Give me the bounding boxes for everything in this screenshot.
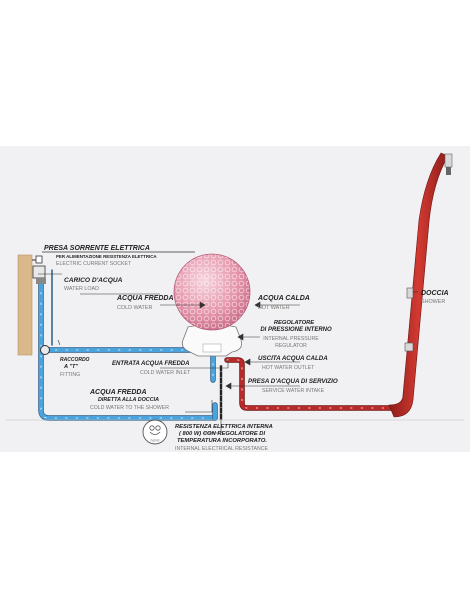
shower-label: DOCCIA bbox=[421, 290, 449, 297]
fitting-label-2: A "T" bbox=[63, 364, 78, 370]
fitting-label-en: FITTING bbox=[60, 372, 80, 378]
service-intake-label-en: SERVICE WATER INTAKE bbox=[262, 388, 325, 394]
hot-water-label-en: HOT WATER bbox=[258, 305, 290, 311]
water-load-tap bbox=[32, 265, 46, 284]
logo-text: hybrid bbox=[151, 439, 160, 443]
shower-label-en: SHOWER bbox=[421, 299, 445, 305]
regulator-label-2: DI PRESSIONE INTERNO bbox=[260, 327, 332, 333]
hot-water-pipes bbox=[224, 357, 394, 411]
hot-outlet-label-en: HOT WATER OUTLET bbox=[262, 365, 315, 371]
leader-lines bbox=[38, 273, 418, 434]
cold-shower-label-1: ACQUA FREDDA bbox=[89, 389, 147, 396]
resistance-label-3: TEMPERATURA INCORPORATO. bbox=[177, 438, 267, 444]
cold-shower-label-2: DIRETTA ALLA DOCCIA bbox=[98, 397, 159, 403]
cold-water-label: ACQUA FREDDA bbox=[116, 295, 174, 302]
service-intake-label: PRESA D'ACQUA DI SERVIZIO bbox=[248, 378, 338, 385]
cold-water-label-en: COLD WATER bbox=[117, 305, 152, 311]
water-load-label: CARICO D'ACQUA bbox=[64, 277, 123, 284]
hybrid-logo: hybrid bbox=[142, 419, 168, 445]
solar-sphere-tank bbox=[173, 253, 251, 331]
socket-label-en: ELECTRIC CURRENT SOCKET bbox=[56, 261, 132, 267]
water-load-label-en: WATER LOAD bbox=[64, 286, 99, 292]
resistance-label-1: RESISTENZA ELETTRICA INTERNA bbox=[175, 424, 273, 430]
socket-label: PRESA SORRENTE ELETTRICA bbox=[44, 245, 150, 252]
cold-shower-label-en: COLD WATER TO THE SHOWER bbox=[90, 405, 169, 411]
lower-shower-valve bbox=[404, 342, 414, 352]
fitting-label-1: RACCORDO bbox=[60, 357, 90, 363]
wall bbox=[17, 254, 33, 356]
hot-water-label: ACQUA CALDA bbox=[257, 295, 310, 302]
shower-valve bbox=[406, 287, 414, 299]
shower-column bbox=[388, 152, 453, 418]
cold-inlet-label-en: COLD WATER INLET bbox=[140, 370, 191, 376]
socket-sub-label: PER ALIMENTAZIONE RESISTENZA ELETTRICA bbox=[56, 254, 157, 259]
resistance-label-en: INTERNAL ELECTRICAL RESISTANCE bbox=[175, 446, 268, 452]
cold-inlet-label: ENTRATA ACQUA FREDDA bbox=[112, 361, 189, 367]
resistance-label-2: ( 800 W) CON REGOLATORE DI bbox=[179, 431, 265, 437]
socket-connector bbox=[32, 251, 195, 264]
regulator-label-1: REGOLATORE bbox=[274, 320, 315, 326]
regulator-label-en-1: INTERNAL PRESSURE bbox=[263, 336, 319, 342]
t-fitting bbox=[40, 345, 50, 355]
hot-outlet-label: USCITA ACQUA CALDA bbox=[258, 355, 328, 362]
regulator-label-en-2: REGULATOR bbox=[275, 343, 307, 349]
